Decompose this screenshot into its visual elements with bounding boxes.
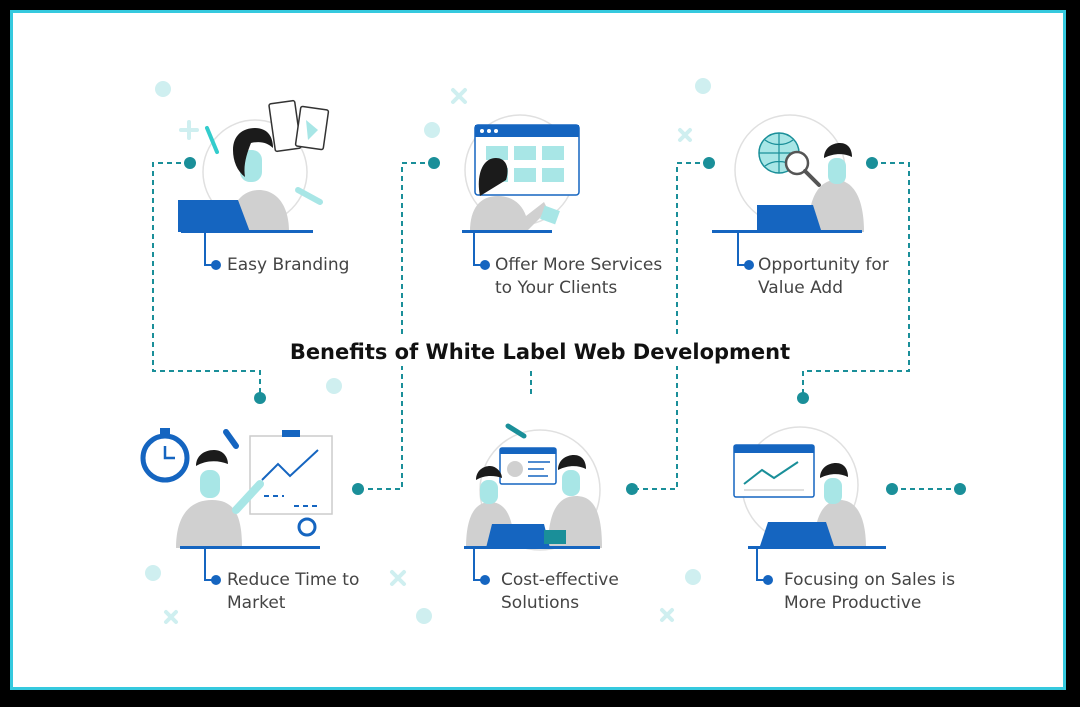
benefit-label-easy-branding: Easy Branding [227, 255, 350, 275]
connector-nodes [184, 157, 966, 495]
person-laptop-icon [178, 99, 330, 233]
connector-lines [152, 162, 960, 490]
diagram-title-wrap: Benefits of White Label Web Development [0, 338, 1080, 366]
benefit-label-sales-focus: Focusing on Sales is More Productive [784, 570, 956, 613]
benefit-label-more-services: Offer More Services to Your Clients [495, 255, 663, 298]
decorative-crosses [164, 88, 692, 624]
sales-chart-icon [733, 426, 886, 549]
clock-chart-icon [140, 428, 333, 549]
benefit-label-cost-effective: Cost-effective Solutions [501, 570, 619, 613]
diagram-title: Benefits of White Label Web Development [283, 338, 797, 366]
person-board-icon [462, 114, 580, 233]
decorative-dots [145, 78, 711, 624]
benefit-label-value-add: Opportunity for Value Add [758, 255, 889, 298]
meeting-icon [464, 423, 602, 551]
globe-search-icon [712, 114, 864, 233]
label-bullets [211, 260, 773, 585]
benefit-label-time-to-market: Reduce Time to Market [227, 570, 360, 613]
